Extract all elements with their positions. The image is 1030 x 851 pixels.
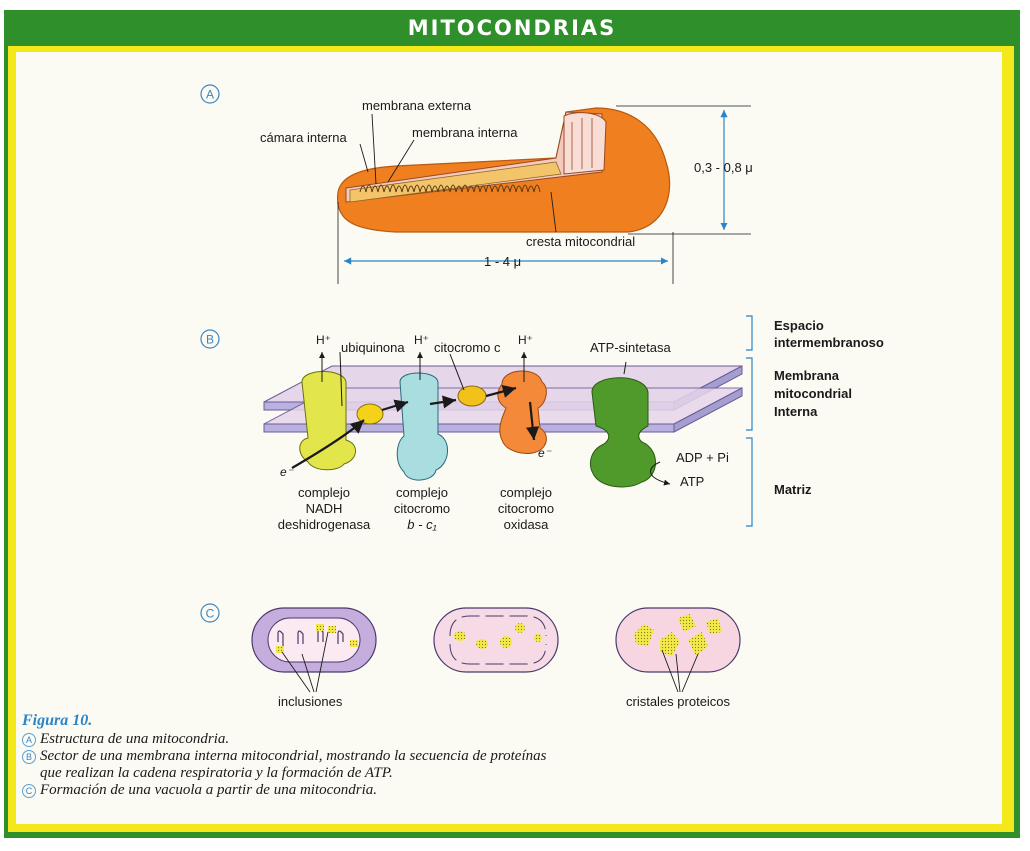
svg-text:complejo: complejo [298, 485, 350, 500]
figure-number: Figura 10. [22, 712, 93, 729]
section-c-badge: C [200, 603, 220, 623]
svg-text:Matriz: Matriz [774, 482, 812, 497]
caption-text-a: Estructura de una mitocondria. [40, 731, 230, 747]
vacuole-stage-1 [251, 607, 377, 673]
svg-text:b - c₁: b - c₁ [407, 517, 436, 532]
complex-labels: complejo NADH deshidrogenasa complejo ci… [278, 485, 554, 532]
atp-synthase-complex [589, 377, 656, 488]
svg-text:A: A [206, 88, 214, 102]
svg-text:oxidasa: oxidasa [504, 517, 550, 532]
proton-label-1: H⁺ [316, 333, 331, 347]
section-c-leaders [281, 631, 699, 693]
label-atp: ATP [680, 474, 704, 489]
svg-text:complejo: complejo [500, 485, 552, 500]
proton-label-2: H⁺ [414, 333, 429, 347]
svg-text:Interna: Interna [774, 404, 818, 419]
label-inner-membrane: membrana interna [412, 125, 518, 140]
svg-text:intermembranoso: intermembranoso [774, 335, 884, 350]
caption-item-c: C Formación de una vacuola a partir de u… [22, 782, 722, 799]
caption-text-b-continued: que realizan la cadena respiratoria y la… [40, 765, 393, 781]
proton-label-3: H⁺ [518, 333, 533, 347]
caption-item-b: B Sector de una membrana interna mitocon… [22, 748, 722, 765]
vacuole-stage-3 [615, 607, 741, 673]
caption-badge-b: B [22, 750, 36, 764]
ubiquinone-carrier [356, 403, 384, 425]
svg-text:deshidrogenasa: deshidrogenasa [278, 517, 371, 532]
section-a-badge: A [200, 84, 220, 104]
section-a-leaders [359, 113, 557, 233]
proton-pump-arrows [319, 351, 671, 486]
electron-label-1: e⁻ [280, 465, 295, 479]
svg-text:NADH: NADH [306, 501, 343, 516]
label-protein-crystals: cristales proteicos [626, 694, 731, 709]
caption-item-a: A Estructura de una mitocondria. [22, 731, 722, 748]
svg-text:citocromo: citocromo [394, 501, 450, 516]
cytochrome-c-carrier [457, 385, 487, 407]
figure-panel: A [16, 52, 1002, 824]
region-brackets [746, 315, 753, 527]
mitochondria-diagram: A [200, 84, 884, 709]
label-inclusions: inclusiones [278, 694, 343, 709]
svg-text:Membrana: Membrana [774, 368, 840, 383]
label-ubiquinone: ubiquinona [341, 340, 405, 355]
caption-item-b-continued: que realizan la cadena respiratoria y la… [22, 765, 722, 782]
figure-frame: MITOCONDRIAS [4, 10, 1020, 838]
electron-flow-arrows [291, 385, 540, 469]
caption-text-c: Formación de una vacuola a partir de una… [40, 782, 378, 798]
svg-text:mitocondrial: mitocondrial [774, 386, 852, 401]
svg-text:Espacio: Espacio [774, 318, 824, 333]
label-crista: cresta mitocondrial [526, 234, 635, 249]
dimension-lines [337, 105, 751, 284]
svg-text:citocromo: citocromo [498, 501, 554, 516]
caption-badge-a: A [22, 733, 36, 747]
label-inner-chamber: cámara interna [260, 130, 347, 145]
figure-caption: Figura 10. A Estructura de una mitocondr… [22, 712, 722, 799]
caption-badge-c: C [22, 784, 36, 798]
svg-text:C: C [206, 607, 215, 621]
page-title: MITOCONDRIAS [407, 16, 617, 40]
mitochondrion-cutaway [336, 107, 671, 233]
figure-border: A [8, 46, 1014, 832]
svg-text:B: B [206, 333, 214, 347]
electron-label-2: e⁻ [538, 446, 553, 460]
label-width-dimension: 1 - 4 μ [484, 254, 521, 269]
label-height-dimension: 0,3 - 0,8 μ [694, 160, 753, 175]
region-labels: Espacio intermembranoso Membrana mitocon… [774, 318, 884, 497]
label-outer-membrane: membrana externa [362, 98, 472, 113]
label-cytochrome-c: citocromo c [434, 340, 501, 355]
section-b-badge: B [200, 329, 220, 349]
svg-text:complejo: complejo [396, 485, 448, 500]
label-adp-pi: ADP + Pi [676, 450, 729, 465]
label-atp-synthase: ATP-sintetasa [590, 340, 671, 355]
complex-cytochrome-bc1 [396, 372, 448, 481]
vacuole-stage-2 [433, 607, 559, 673]
caption-text-b: Sector de una membrana interna mitocondr… [40, 748, 547, 764]
